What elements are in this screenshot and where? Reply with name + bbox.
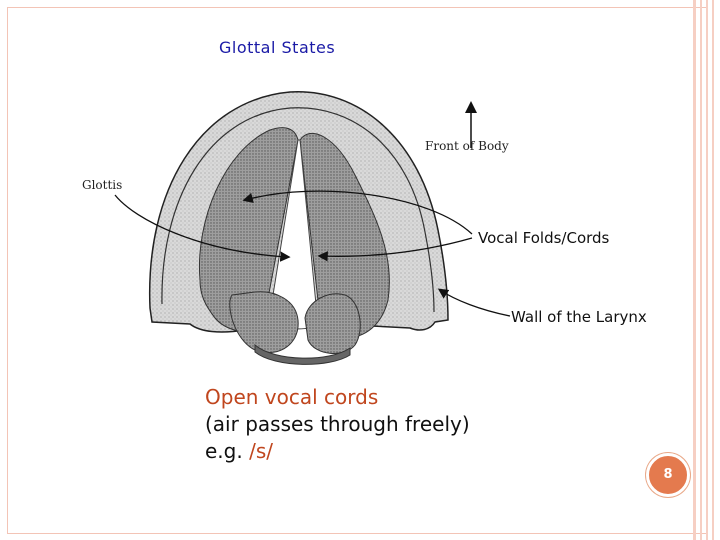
right-arytenoid (304, 293, 361, 354)
page-number-badge: 8 (646, 453, 690, 497)
caption-line2: (air passes through freely) (205, 412, 470, 436)
vocal-folds-label: Vocal Folds/Cords (478, 229, 610, 247)
slide-title: Glottal States (219, 38, 336, 57)
right-vocal-fold (299, 132, 390, 339)
larynx-inner-wall (161, 107, 435, 313)
caption-block: Open vocal cords (air passes through fre… (205, 384, 470, 465)
caption-example-prefix: e.g. (205, 439, 250, 463)
wall-of-larynx-label: Wall of the Larynx (511, 308, 647, 326)
posterior-commissure (254, 343, 351, 365)
left-vocal-fold (198, 127, 299, 333)
vocal-folds-arrow-upper (242, 190, 473, 235)
glottis-label: Glottis (82, 178, 122, 192)
left-arytenoid (229, 291, 299, 354)
caption-line3: e.g. /s/ (205, 438, 470, 465)
larynx-wall-arrow (437, 288, 511, 317)
caption-heading: Open vocal cords (205, 385, 379, 409)
front-of-body-label: Front of Body (425, 139, 509, 153)
slide-frame (7, 7, 708, 534)
glottis-arrow (114, 194, 291, 262)
vocal-folds-arrow-lower (317, 237, 473, 262)
caption-example-symbol: /s/ (249, 439, 273, 463)
frame-stripe (693, 0, 696, 540)
frame-stripe (712, 0, 714, 540)
frame-stripe (700, 0, 702, 540)
frame-stripe (706, 0, 708, 540)
